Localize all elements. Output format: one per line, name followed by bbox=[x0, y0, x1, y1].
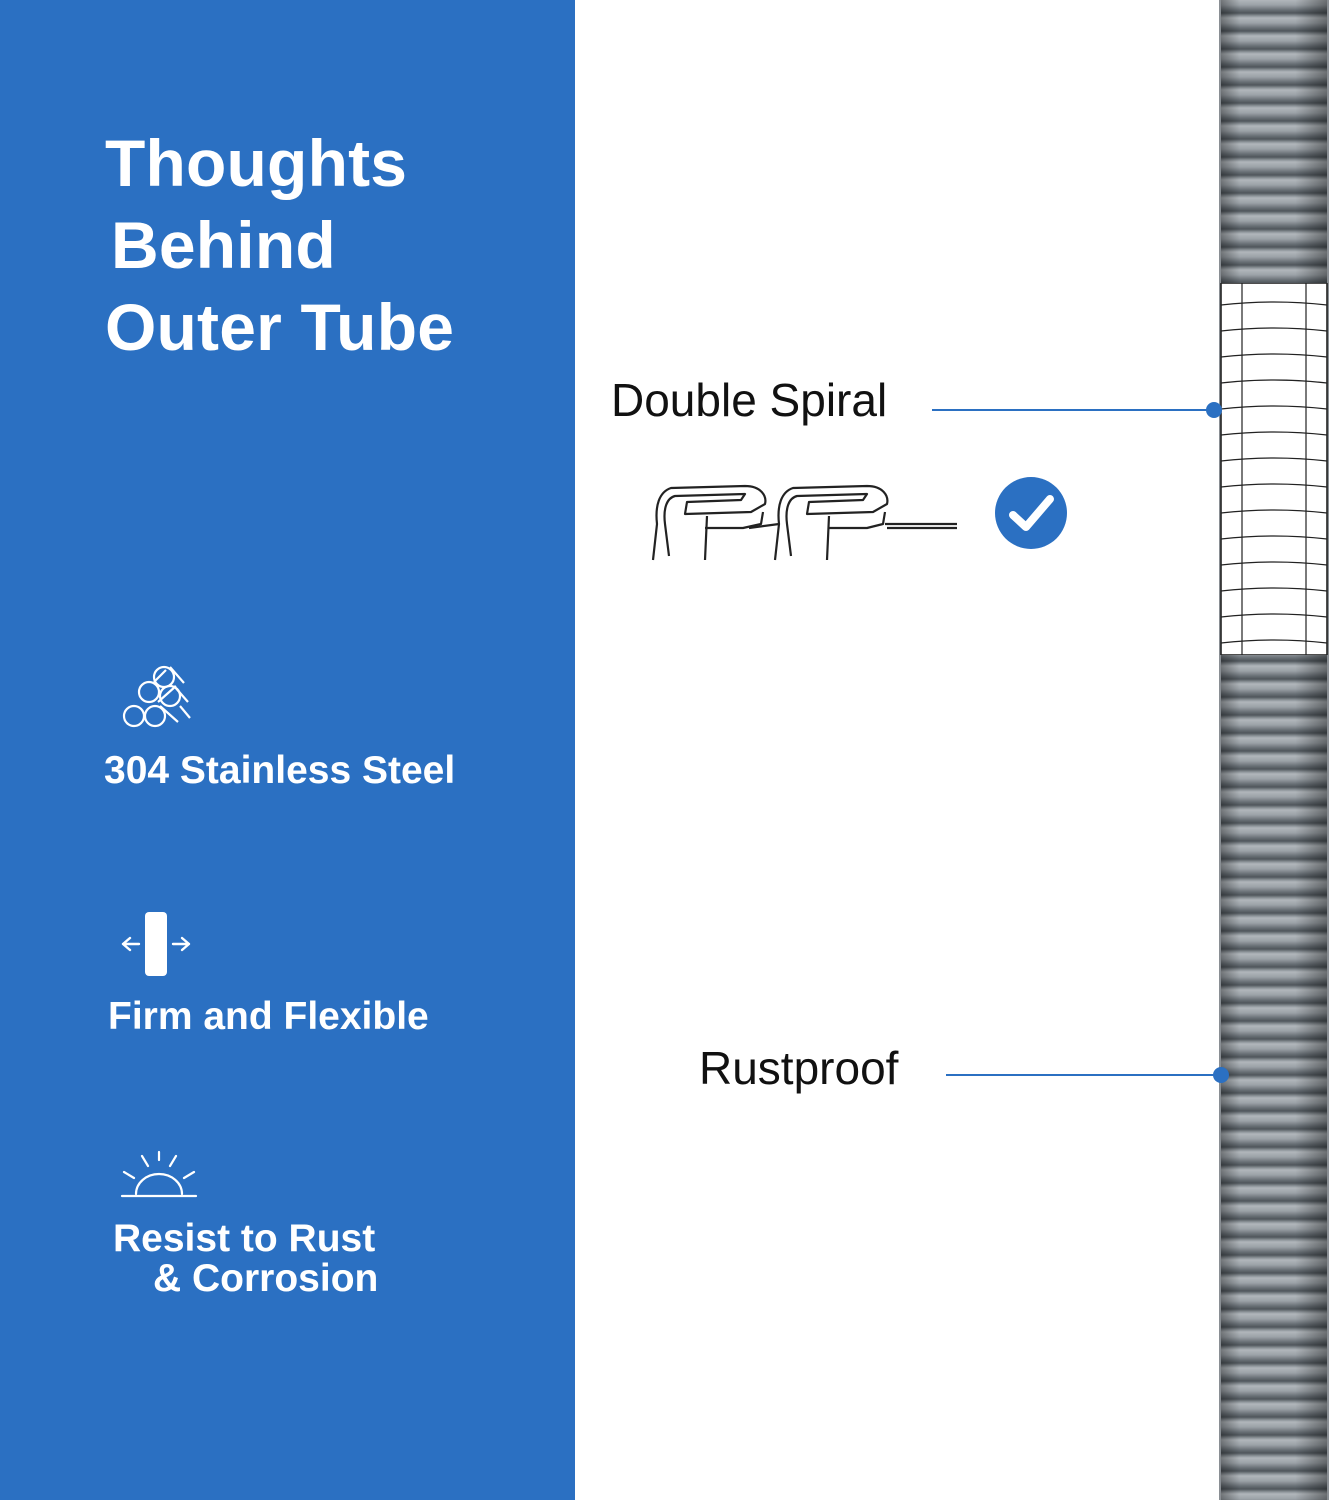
steel-hose-illustration bbox=[1219, 0, 1329, 1500]
check-circle-icon bbox=[995, 477, 1067, 549]
feature-rust-label: Resist to Rust & Corrosion bbox=[113, 1219, 378, 1299]
headline-line-2: Behind bbox=[111, 208, 336, 282]
hose-cutaway-section bbox=[1220, 283, 1328, 655]
feature-rust-label-line-1: Resist to Rust bbox=[113, 1217, 376, 1260]
callout-rustproof-label: Rustproof bbox=[699, 1042, 899, 1094]
feature-panel: Thoughts Behind Outer Tube 304 Stainless… bbox=[0, 0, 575, 1500]
feature-flexible-label: Firm and Flexible bbox=[108, 995, 429, 1038]
callout-double-spiral-dot bbox=[1206, 402, 1222, 418]
callout-rustproof-dot bbox=[1213, 1067, 1229, 1083]
headline-line-3: Outer Tube bbox=[105, 290, 455, 364]
feature-stainless-steel-label: 304 Stainless Steel bbox=[104, 749, 456, 792]
callout-rustproof-leader bbox=[946, 1074, 1222, 1076]
feature-rust-label-line-2: & Corrosion bbox=[153, 1257, 379, 1300]
headline: Thoughts Behind Outer Tube bbox=[105, 122, 525, 368]
callout-double-spiral-label: Double Spiral bbox=[611, 374, 888, 426]
double-spiral-profile-diagram bbox=[651, 484, 957, 561]
steel-bars-icon bbox=[122, 665, 191, 728]
callout-double-spiral-leader bbox=[932, 409, 1216, 411]
headline-line-1: Thoughts bbox=[105, 126, 408, 200]
flex-arrows-icon bbox=[121, 912, 191, 976]
sunrise-icon bbox=[120, 1150, 198, 1198]
